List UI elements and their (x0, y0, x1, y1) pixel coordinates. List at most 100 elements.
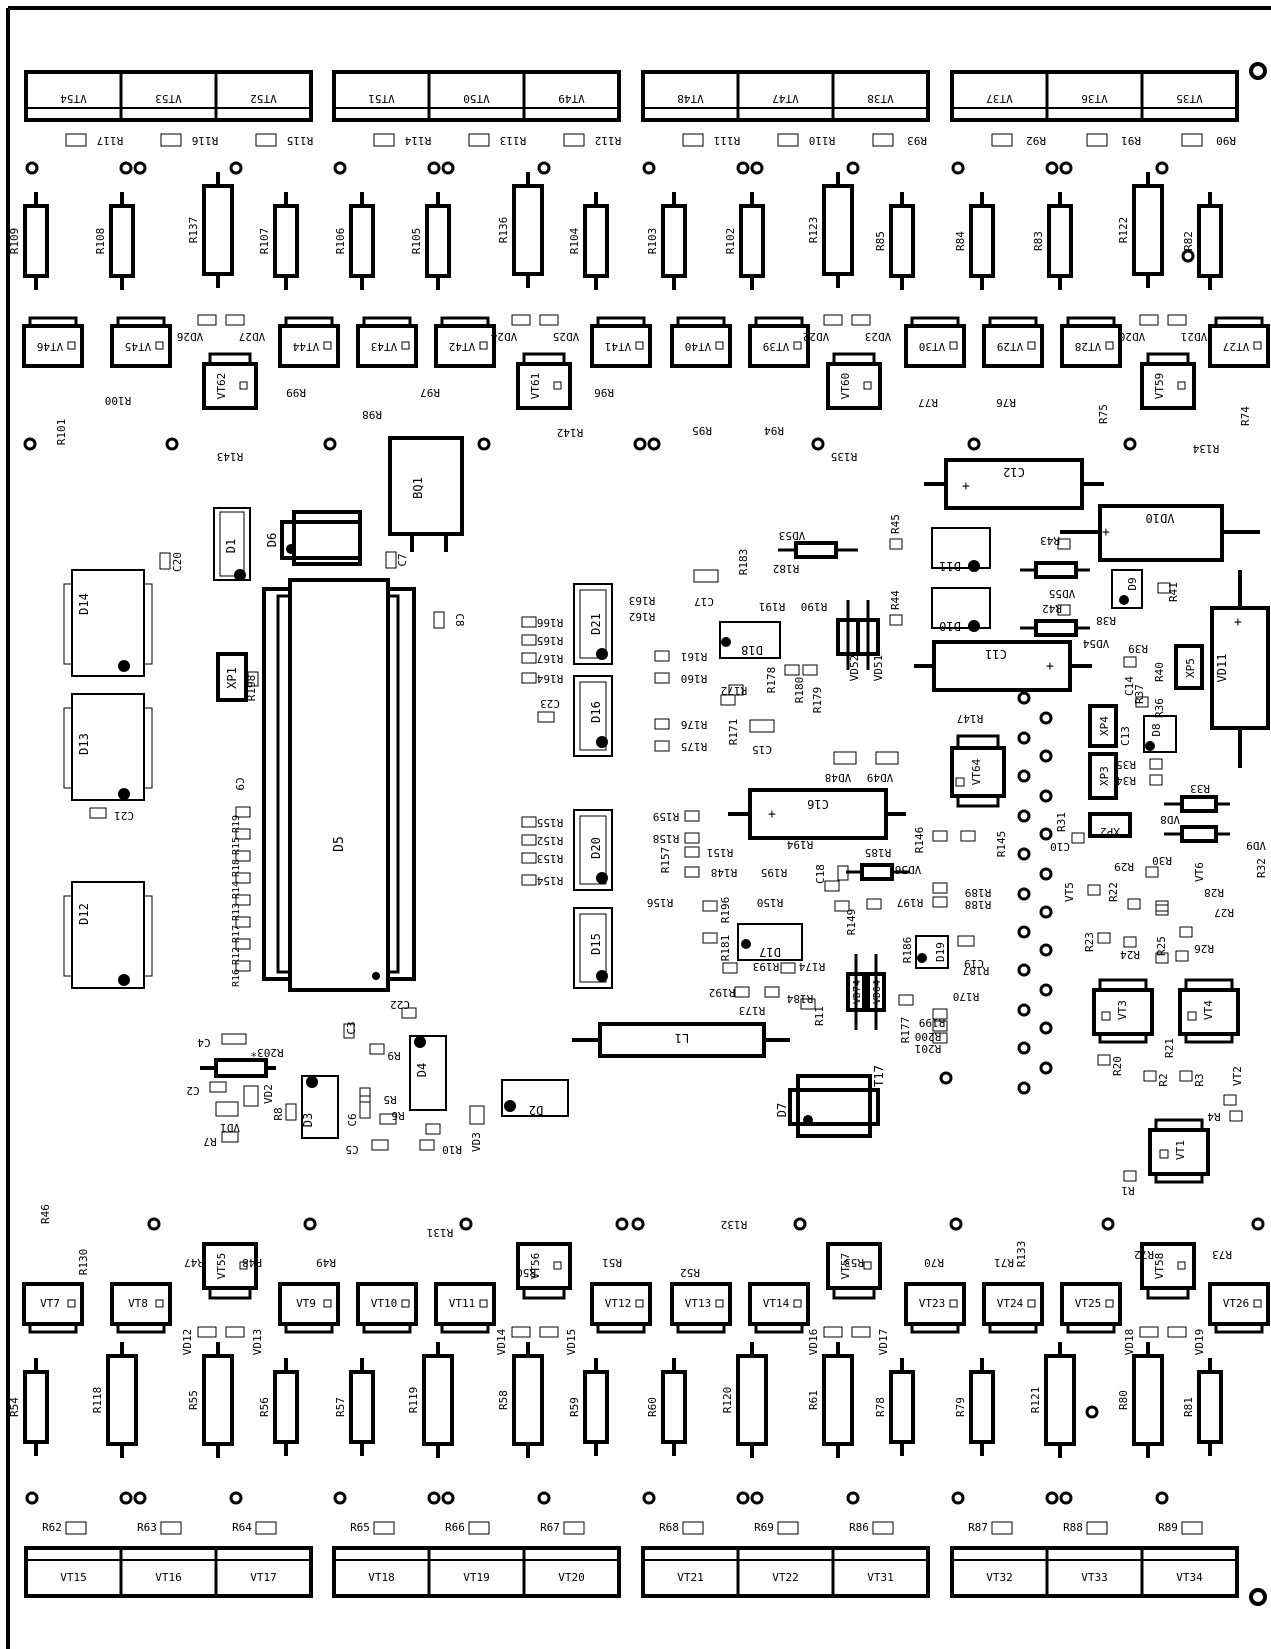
resistor-body (736, 1354, 768, 1446)
pad (736, 161, 750, 175)
d15-label: D15 (589, 933, 603, 955)
r5-label: R5 (383, 1093, 396, 1106)
terminal-label-vt51: VT51 (368, 92, 395, 105)
smd-resistor (160, 1521, 182, 1535)
label-r197: R197 (897, 896, 924, 909)
pad (633, 437, 647, 451)
transistor-pin1 (323, 1299, 332, 1308)
smd-diode (197, 1326, 217, 1338)
smd-part (1179, 1070, 1193, 1082)
d2-label: D2 (529, 1103, 543, 1117)
transistor-pin1 (67, 1299, 76, 1308)
r6-label: R6 (391, 1109, 404, 1122)
label-r160: R160 (681, 672, 708, 685)
smd-part (684, 866, 700, 878)
r7-label: R7 (203, 1135, 216, 1148)
transistor-pin1 (793, 1299, 802, 1308)
smd-part (1057, 604, 1071, 616)
vd8-label: VD8 (1160, 813, 1180, 826)
transistor-pin1 (1027, 1299, 1036, 1308)
smd-diode (511, 314, 531, 326)
smd-part (932, 1032, 948, 1044)
resistor-body (512, 184, 544, 276)
label-r96: R96 (594, 386, 614, 399)
smd-label-r68: R68 (659, 1521, 679, 1534)
smd-part (702, 932, 718, 944)
vd10-label: VD10 (1146, 511, 1175, 525)
pad (323, 437, 337, 451)
resistor-label-r56: R56 (258, 1397, 271, 1417)
svg-text:+: + (1234, 615, 1242, 630)
smd-label-r87: R87 (968, 1521, 988, 1534)
label-r143: R143 (217, 450, 244, 463)
transistor-label-vt27: VT27 (1223, 340, 1250, 353)
pad (1045, 1491, 1059, 1505)
d8-label: D8 (1150, 723, 1163, 736)
d21-label: D21 (589, 613, 603, 635)
pad (1045, 161, 1059, 175)
d7-label: D7 (775, 1103, 789, 1117)
label-r3: R3 (1193, 1073, 1206, 1086)
d6-label: D6 (265, 533, 279, 547)
pad (1039, 789, 1053, 803)
resistor-label-r59: R59 (568, 1397, 581, 1417)
resistor-label-r84: R84 (954, 231, 967, 251)
pad (1017, 731, 1031, 745)
pad (846, 161, 860, 175)
pad (133, 161, 147, 175)
smd-diode (1167, 1326, 1187, 1338)
label-r12: R12 (231, 947, 242, 965)
resistor-body (661, 1370, 687, 1444)
pad (1039, 749, 1053, 763)
c3-label: C3 (345, 1021, 358, 1034)
resistor-label-r119: R119 (407, 1387, 420, 1414)
smd-resistor (521, 672, 537, 684)
label-r130: R130 (77, 1249, 90, 1276)
svg-text:+: + (1046, 659, 1054, 674)
label-r142: R142 (557, 426, 584, 439)
label-r174: R174 (798, 960, 825, 973)
ic-d21: D21 (573, 583, 613, 665)
d3-label: D3 (301, 1113, 315, 1127)
pad (750, 1491, 764, 1505)
label-r183: R183 (737, 549, 750, 576)
pad (1039, 983, 1053, 997)
smd-label-r66: R66 (445, 1521, 465, 1534)
resistor-body (822, 1354, 854, 1446)
board-outline (6, 6, 1271, 1649)
smd-part (802, 664, 818, 676)
vt64-label: VT64 (970, 758, 983, 785)
pad (736, 1491, 750, 1505)
resistor-body (425, 204, 451, 278)
smd-part (1179, 926, 1193, 938)
smd-part (684, 810, 700, 822)
pad (615, 1217, 629, 1231)
small-transistor-label-vt55: VT55 (215, 1253, 228, 1280)
transistor-tab (116, 1322, 166, 1334)
label-r33: R33 (1190, 782, 1210, 795)
label-r173: R173 (739, 1004, 766, 1017)
connector-pad-column (939, 691, 1053, 1095)
terminal-label-vt17: VT17 (250, 1571, 277, 1584)
label-r16: R16 (231, 969, 242, 987)
label-r162: R162 (629, 610, 656, 623)
label-r159: R159 (653, 810, 680, 823)
smd-part (932, 1020, 948, 1032)
smd-resistor (1181, 133, 1203, 147)
vd9-label: VD9 (1246, 839, 1266, 852)
smd-part (1229, 1110, 1243, 1122)
label-r186: R186 (901, 937, 914, 964)
pad (951, 161, 965, 175)
label-r47: R47 (184, 1256, 204, 1269)
relay-bq1: BQ1 (388, 436, 464, 552)
vd48-label: VD48 (825, 771, 852, 784)
smd-part (728, 684, 744, 696)
label-r134: R134 (1192, 442, 1219, 455)
terminal-label-vt48: VT48 (677, 92, 704, 105)
smd-diode (1139, 1326, 1159, 1338)
smd-label-r69: R69 (754, 1521, 774, 1534)
smd-part (1155, 952, 1169, 964)
transistor-pin1 (1253, 1299, 1262, 1308)
d10-label: D10 (939, 619, 961, 633)
